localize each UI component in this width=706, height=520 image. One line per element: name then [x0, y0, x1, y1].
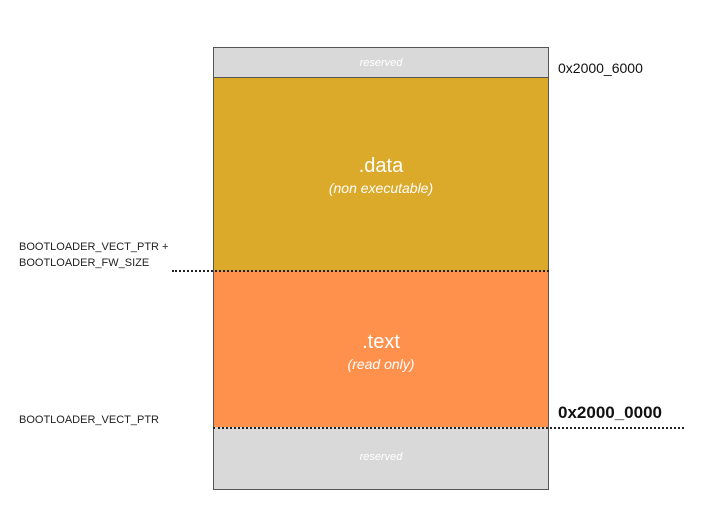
reserved-top-region: reserved	[213, 47, 549, 78]
fw-end-pointer-line2: BOOTLOADER_FW_SIZE	[19, 257, 150, 269]
vect-ptr-label: BOOTLOADER_VECT_PTR	[19, 414, 159, 426]
vect-ptr-boundary-line	[213, 427, 684, 429]
data-section-title: .data	[358, 155, 404, 177]
data-section-subtitle: (non executable)	[328, 180, 434, 196]
reserved-bottom-region: reserved	[213, 427, 549, 490]
data-section-region: .data (non executable)	[213, 78, 549, 271]
text-section-title: .text	[362, 331, 400, 353]
reserved-bottom-label: reserved	[359, 451, 403, 463]
bottom-address-label: 0x2000_0000	[558, 403, 663, 422]
text-section-region: .text (read only)	[213, 271, 549, 427]
reserved-top-label: reserved	[359, 57, 403, 69]
fw-end-pointer-label: BOOTLOADER_VECT_PTR + BOOTLOADER_FW_SIZE	[19, 239, 168, 271]
text-section-subtitle: (read only)	[347, 356, 415, 372]
fw-end-boundary-line	[172, 270, 549, 272]
top-address-label: 0x2000_6000	[558, 60, 643, 76]
fw-end-pointer-line1: BOOTLOADER_VECT_PTR +	[19, 241, 169, 253]
